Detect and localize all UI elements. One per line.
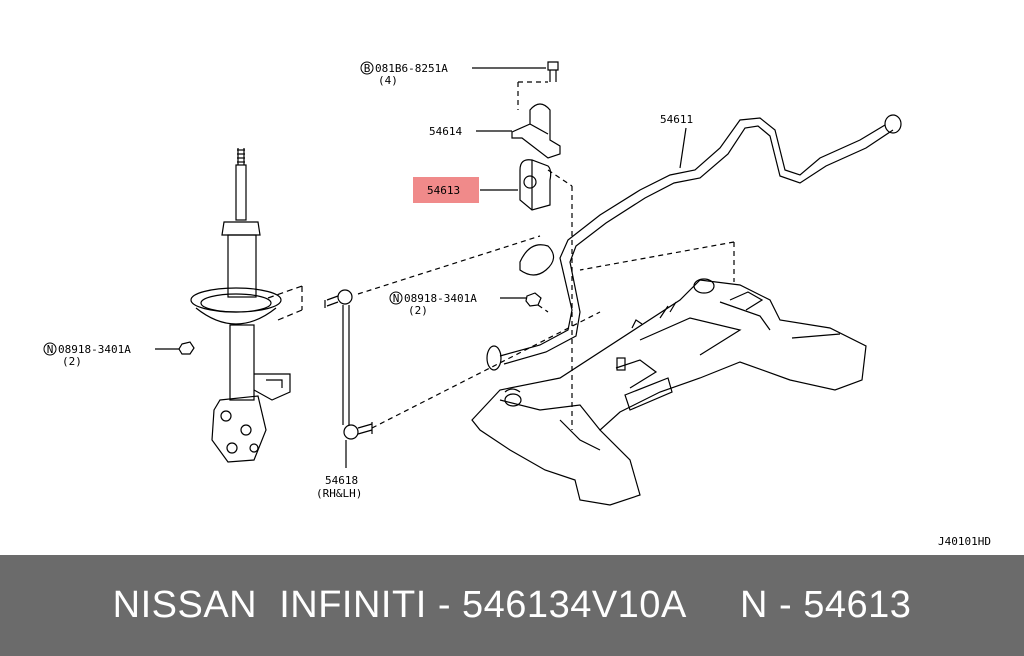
callout-bolt: B 081B6-8251A (4) <box>360 61 448 87</box>
stabilizer-bar <box>486 114 902 371</box>
exploded-parts-diagram: B 081B6-8251A (4) 54614 54613 54611 N 08… <box>43 61 991 548</box>
bolt-symbol: B <box>364 62 371 75</box>
bolt-qty: (4) <box>378 74 398 87</box>
bolt-symbol-icon <box>360 61 374 75</box>
front-subframe <box>471 241 867 506</box>
nut-symbol-left: N <box>47 343 54 356</box>
bar-nut <box>500 292 549 313</box>
stabilizer-link <box>324 235 601 468</box>
diagram-code: J40101HD <box>938 535 991 548</box>
nut-right-part-code: 08918-3401A <box>404 292 477 305</box>
callout-nut-left: N 08918-3401A (2) <box>43 342 131 368</box>
nut-symbol-icon <box>389 291 403 305</box>
bushing-part-code: 54613 <box>427 184 460 197</box>
strut-assembly <box>190 148 303 463</box>
clamp-and-bushing <box>472 61 573 430</box>
nut-symbol-right: N <box>393 292 400 305</box>
callout-link: 54618 (RH&LH) <box>316 474 362 500</box>
bushing-highlight <box>413 177 479 203</box>
nut-left-part-code: 08918-3401A <box>58 343 131 356</box>
callout-nut-right: N 08918-3401A (2) <box>389 291 477 317</box>
part-number-line: NISSAN INFINITI - 546134V10A N - 54613 <box>112 584 912 626</box>
nut-left-qty: (2) <box>62 355 82 368</box>
strut-nut <box>155 341 195 355</box>
nut-symbol-icon <box>43 342 57 356</box>
link-part-code: 54618 <box>325 474 358 487</box>
bolt-part-code: 081B6-8251A <box>375 62 448 75</box>
nut-right-qty: (2) <box>408 304 428 317</box>
part-number-banner: NISSAN INFINITI - 546134V10A N - 54613 <box>0 555 1024 656</box>
link-side-note: (RH&LH) <box>316 487 362 500</box>
stabilizer-bar-part-code: 54611 <box>660 113 693 126</box>
clamp-part-code: 54614 <box>429 125 462 138</box>
